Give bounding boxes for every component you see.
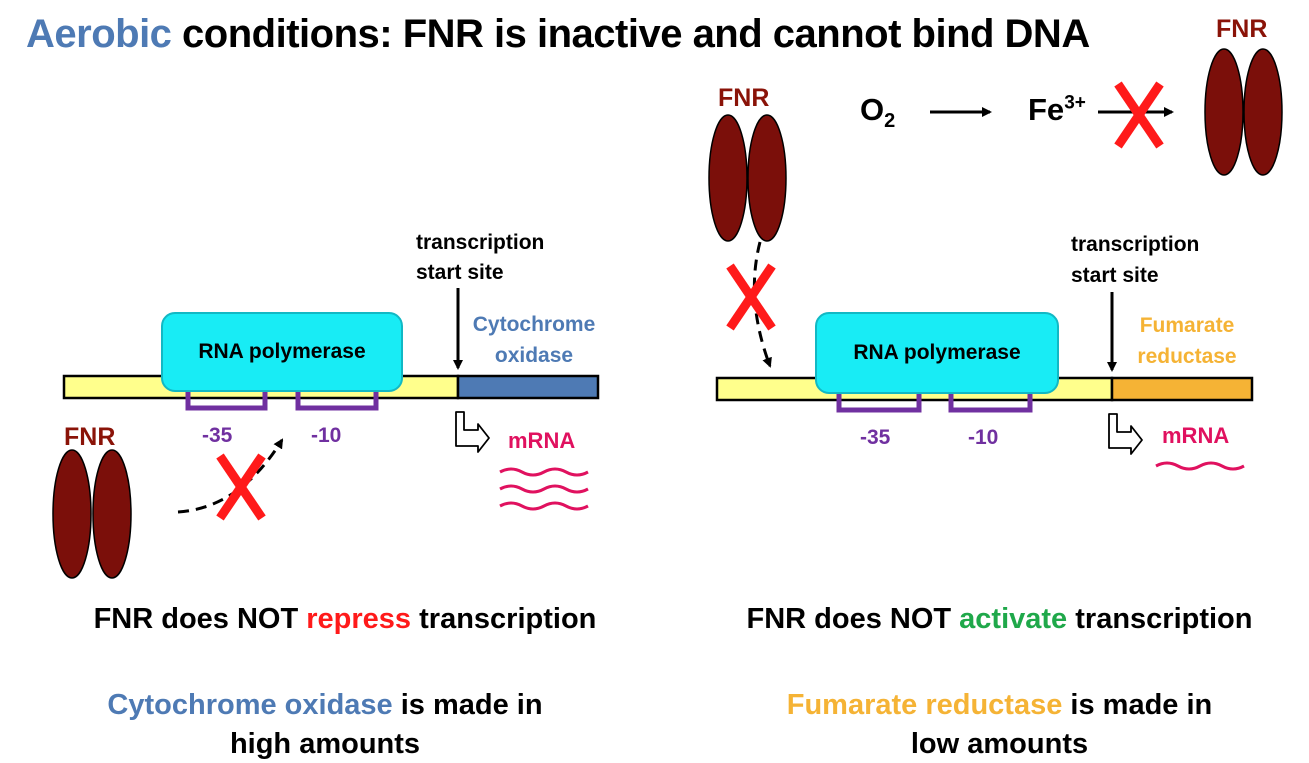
- left-tss-label-line1: transcription: [416, 231, 545, 254]
- left-result-line1: Cytochrome oxidase is made in: [0, 689, 650, 722]
- left-rna-polymerase: RNA polymerase: [161, 312, 403, 392]
- left-mrna-wave-3: [499, 501, 589, 511]
- left-result-gene: Cytochrome oxidase: [107, 689, 393, 721]
- left-gene-label-line1: Cytochrome: [472, 313, 596, 336]
- left-mrna-label: mRNA: [508, 428, 576, 453]
- right-minus10-marker: [948, 392, 1033, 413]
- right-minus10-label: -10: [968, 426, 999, 449]
- left-summary-pre: FNR does NOT: [93, 603, 307, 635]
- left-gene-label-line2: oxidase: [494, 344, 574, 367]
- left-fnr-subunit-b: [92, 449, 132, 579]
- right-result-line1: Fumarate reductase is made in: [690, 689, 1309, 722]
- right-summary-key: activate: [959, 603, 1068, 635]
- o2-label: O2: [860, 92, 895, 133]
- title-rest: conditions: FNR is inactive and cannot b…: [171, 12, 1090, 56]
- left-minus35-marker: [185, 392, 268, 411]
- fe-blocked-x-icon: [1114, 81, 1164, 149]
- right-gene-dna: [1110, 376, 1254, 402]
- title-highlight: Aerobic: [26, 12, 172, 56]
- right-rna-polymerase: RNA polymerase: [815, 312, 1059, 394]
- left-mrna-wave-1: [499, 467, 589, 477]
- left-transcription-bent-arrow: [455, 411, 490, 453]
- topright-fnr-subunit-a: [1204, 48, 1244, 176]
- right-tss-label-line1: transcription: [1071, 233, 1200, 256]
- left-fnr-label: FNR: [64, 423, 116, 451]
- right-minus35-marker: [836, 392, 922, 413]
- right-fnr-subunit-a: [708, 114, 748, 242]
- o2-sub: 2: [884, 110, 896, 133]
- left-mrna-wave-2: [499, 484, 589, 494]
- right-fnr-label: FNR: [718, 84, 770, 112]
- right-result-mid: is made in: [1062, 689, 1213, 721]
- fe-sup: 3+: [1064, 92, 1086, 114]
- left-summary-key: repress: [306, 603, 412, 635]
- right-minus35-label: -35: [860, 426, 891, 449]
- right-result-line2: low amounts: [910, 728, 1089, 760]
- left-result-line2: high amounts: [229, 728, 421, 760]
- right-blocked-x-icon: [726, 263, 776, 331]
- diagram-title: Aerobic conditions: FNR is inactive and …: [26, 12, 1090, 57]
- right-mrna-label: mRNA: [1162, 423, 1230, 448]
- o2-base: O: [860, 92, 885, 127]
- left-minus10-marker: [295, 392, 379, 411]
- right-gene-label-line2: reductase: [1137, 345, 1237, 368]
- right-summary-pre: FNR does NOT: [746, 603, 960, 635]
- left-minus10-label: -10: [311, 424, 342, 447]
- right-result-gene: Fumarate reductase: [786, 689, 1063, 721]
- fe-base: Fe: [1028, 92, 1065, 127]
- right-mrna-wave: [1155, 461, 1245, 471]
- right-gene-label-line1: Fumarate: [1139, 314, 1235, 337]
- right-tss-label-line2: start site: [1071, 264, 1159, 287]
- left-blocked-x-icon: [216, 453, 266, 521]
- right-summary-post: transcription: [1067, 603, 1253, 635]
- left-minus35-label: -35: [202, 424, 233, 447]
- left-result-mid: is made in: [392, 689, 543, 721]
- left-summary-post: transcription: [411, 603, 597, 635]
- left-tss-label-line2: start site: [416, 261, 504, 284]
- right-summary: FNR does NOT activate transcription: [690, 603, 1309, 636]
- right-fnr-subunit-b: [747, 114, 787, 242]
- fe3-label: Fe3+: [1028, 92, 1086, 128]
- left-fnr-subunit-a: [52, 449, 92, 579]
- left-gene-dna: [456, 374, 600, 400]
- topright-fnr-label: FNR: [1216, 15, 1268, 43]
- topright-fnr-subunit-b: [1243, 48, 1283, 176]
- left-summary: FNR does NOT repress transcription: [0, 603, 690, 636]
- right-transcription-bent-arrow: [1108, 413, 1143, 455]
